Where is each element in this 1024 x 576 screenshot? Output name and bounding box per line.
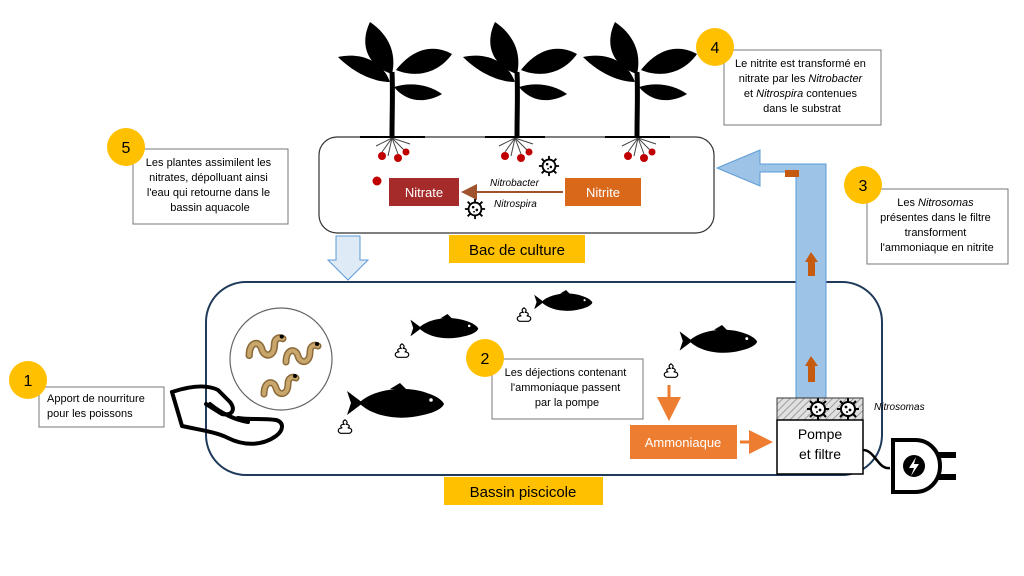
step-5-number: 5 — [122, 140, 131, 157]
step-1-text: Apport de nourriture pour les poissons — [47, 393, 148, 420]
step-3-text: Les Nitrosomas présentes dans le filtre … — [880, 197, 994, 254]
pump-label-line2: et filtre — [799, 446, 841, 462]
nitrite-box — [565, 178, 641, 206]
pump-pipe — [715, 149, 827, 411]
pump-box — [776, 419, 864, 475]
nitrate-label: Nitrate — [405, 185, 443, 200]
nitrate-box — [389, 178, 459, 206]
feed-circle — [229, 307, 333, 411]
bacteria-icon — [464, 198, 486, 220]
step-1-box — [38, 386, 165, 428]
fish-tank-label: Bassin piscicole — [470, 484, 577, 501]
step-3-number: 3 — [859, 178, 868, 195]
nitrospira-label: Nitrospira — [494, 199, 537, 210]
step-2-box — [491, 358, 644, 420]
step-3-box — [866, 188, 1009, 265]
step-5-text: Les plantes assimilent les nitrates, dép… — [146, 157, 274, 214]
flow-arrow — [808, 260, 815, 276]
nitrosomas-label: Nitrosomas — [874, 402, 925, 413]
flow-arrow — [785, 170, 799, 177]
culture-bed-label-box — [449, 235, 585, 263]
nitrobacter-label: Nitrobacter — [490, 178, 540, 189]
step-1-badge — [9, 361, 47, 399]
flow-arrow — [808, 364, 815, 382]
return-flow-arrow — [326, 235, 370, 281]
plant-icon — [463, 22, 577, 137]
step-4-box — [723, 49, 882, 126]
step-2-number: 2 — [481, 351, 490, 368]
step-5-badge — [107, 128, 145, 166]
culture-bed-label: Bac de culture — [469, 242, 565, 259]
step-2-badge — [466, 339, 504, 377]
hand-icon — [170, 384, 284, 446]
step-5-box — [132, 148, 289, 225]
pump-label-line1: Pompe — [798, 426, 843, 442]
nitrite-label: Nitrite — [586, 185, 620, 200]
plug-icon — [862, 438, 956, 494]
step-3-badge — [844, 166, 882, 204]
step-4-text: Le nitrite est transformé en nitrate par… — [735, 58, 869, 115]
bacteria-icon — [836, 397, 860, 421]
bacteria-icon — [806, 397, 830, 421]
ammonia-label: Ammoniaque — [645, 435, 722, 450]
bacteria-icon — [538, 155, 560, 177]
plant-icon — [583, 22, 697, 137]
step-4-badge — [696, 28, 734, 66]
step-4-number: 4 — [711, 40, 720, 57]
ammonia-box — [630, 425, 737, 459]
fish-tank-label-box — [444, 477, 603, 505]
plant-icon — [338, 22, 452, 137]
nutrient-dot — [372, 176, 382, 186]
step-1-number: 1 — [24, 373, 33, 390]
step-2-text: Les déjections contenant l'ammoniaque pa… — [505, 367, 630, 409]
